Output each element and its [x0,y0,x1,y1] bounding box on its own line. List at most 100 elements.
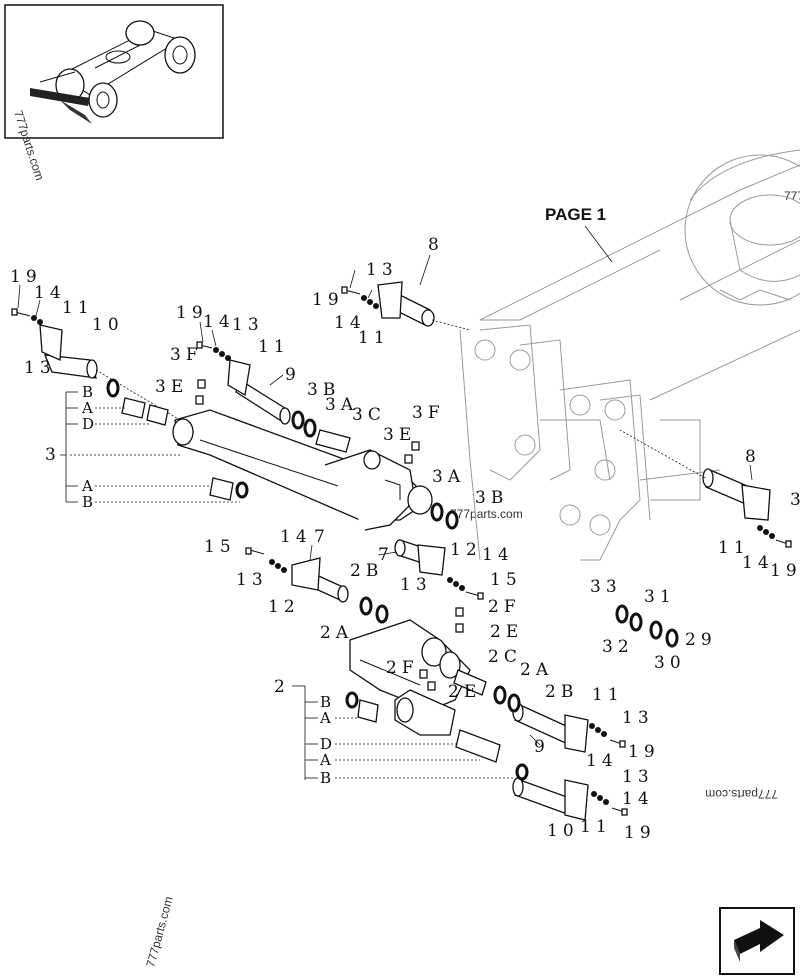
callout-19c: 19 [312,290,344,310]
callout-8a: 8 [428,235,444,255]
callout-13b: 13 [232,315,264,335]
callout-13: 13 [24,358,56,378]
watermark-right-mirrored: 777parts.com [705,787,778,801]
callout-14e: 14 [482,545,514,565]
callout-10b: 10 [547,821,579,841]
pin-9-upper [227,359,291,425]
callout-19b: 19 [176,303,208,323]
callout-3e-b: 3E [383,425,416,445]
callout-9b: 9 [534,737,550,757]
lower-arm-assembly [349,619,471,736]
watermark-center: 777parts.com [450,507,523,521]
callout-14d: 14 [280,527,312,547]
callout-11d: 11 [592,685,624,705]
callout-2-sub-b2: B [320,769,335,787]
callout-14g: 14 [622,789,654,809]
bushings [121,397,501,763]
callout-19f: 19 [770,561,800,581]
thumbnail-machine-image [30,20,196,124]
rings [106,378,679,781]
callout-2a-b: 2A [520,660,553,680]
callout-14f: 14 [586,751,618,771]
pin-7-lower [394,539,446,576]
callout-2e-a: 2E [490,622,523,642]
callout-13e: 13 [400,575,432,595]
callout-3: 3 [45,445,61,465]
page-1-label[interactable]: PAGE 1 [545,205,606,224]
callout-8b: 8 [745,447,761,467]
callout-3-sub-a2: A [81,477,97,495]
callout-19: 19 [10,267,42,287]
watermark-bottom: 777parts.com [143,895,175,969]
callout-12b: 12 [450,540,482,560]
pin-10-upper [39,324,181,421]
pin-8-right [619,429,771,521]
callout-30: 30 [654,653,686,673]
callout-7b: 7 [378,545,394,565]
callout-11c: 11 [358,328,390,348]
watermark-top-right: 777 [784,189,800,203]
callout-2-sub-d: D [320,735,336,753]
callout-2f-b: 2F [386,658,419,678]
callout-2e-b: 2E [448,682,481,702]
thumbnail-overview[interactable] [4,4,224,139]
callout-3a-a: 3A [325,395,358,415]
callout-2b-b: 2B [545,682,578,702]
callout-29: 29 [685,630,717,650]
callout-13f: 13 [622,708,654,728]
callout-2-sub-b: B [320,693,335,711]
callout-12a: 12 [268,597,300,617]
callout-15b: 15 [490,570,522,590]
callout-3b-b: 3B [475,488,508,508]
callout-11: 11 [62,298,94,318]
callout-9a: 9 [285,365,301,385]
bracket-2 [292,685,515,780]
next-page-arrow-icon[interactable] [719,907,795,975]
bracket-3 [60,391,240,503]
pin-7-upper [291,557,349,603]
callout-2f-a: 2F [488,597,521,617]
pin-9-lower [512,702,589,753]
callout-14: 14 [34,283,66,303]
callout-13d: 13 [236,570,268,590]
callout-11e: 11 [580,817,612,837]
callout-2-sub-a2: A [319,751,335,769]
callout-14c: 14 [334,313,366,333]
callout-3c: 3C [352,405,386,425]
callout-2c: 2C [488,647,522,667]
callout-14h: 14 [742,553,774,573]
callout-3e-a: 3E [155,377,188,397]
callout-3a-b: 3A [432,467,465,487]
callout-3-sub-b2: B [82,493,97,511]
callout-19d: 19 [628,742,660,762]
callout-13c: 13 [366,260,398,280]
callout-2a-a: 2A [320,623,353,643]
callout-3-sub-b: B [82,383,97,401]
callout-32: 32 [602,637,634,657]
fasteners [11,286,792,816]
pin-10-lower [512,777,589,821]
callout-3f-b: 3F [412,403,445,423]
callout-2-sub-a: A [319,709,335,727]
callout-31: 31 [644,587,676,607]
callout-3-right: 3 [790,490,800,510]
leader-lines [17,254,753,746]
callout-13g: 13 [622,767,654,787]
callout-10: 10 [92,315,124,335]
callout-19e: 19 [624,823,656,843]
callout-2b-a: 2B [350,561,383,581]
callout-11b: 11 [258,337,290,357]
callout-3-sub-d: D [82,415,98,433]
callout-7a: 7 [314,527,330,547]
upper-arm-assembly [172,409,433,531]
callout-3-sub-a: A [81,399,97,417]
callout-33: 33 [590,577,622,597]
callout-3f-a: 3F [170,345,203,365]
page-1-link[interactable]: PAGE 1 [545,205,613,263]
callout-15a: 15 [204,537,236,557]
callout-3b-a: 3B [307,380,340,400]
callout-11f: 11 [718,538,750,558]
callout-2: 2 [274,677,290,697]
callout-labels: 19 14 11 10 13 B A D 3 A B 19 14 13 11 3… [10,235,800,843]
